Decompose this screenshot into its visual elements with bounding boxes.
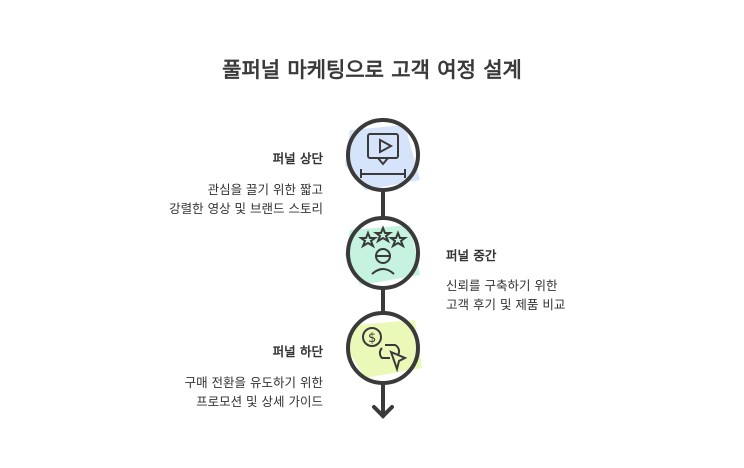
- stage-bottom-node: $: [346, 311, 422, 385]
- description-line: 신뢰를 구축하기 위한: [446, 278, 558, 293]
- description-line: 구매 전환을 유도하기 위한: [184, 375, 323, 390]
- video-play-icon: [360, 133, 406, 178]
- stage-top-description: 관심을 끌기 위한 짧고 강렬한 영상 및 브랜드 스토리: [169, 180, 323, 218]
- stage-top-node: [345, 118, 420, 192]
- stage-top-label: 퍼널 상단: [272, 151, 323, 166]
- description-line: 프로모션 및 상세 가이드: [196, 394, 323, 409]
- stage-middle-label: 퍼널 중간: [446, 248, 497, 263]
- stage-middle-description: 신뢰를 구축하기 위한 고객 후기 및 제품 비교: [446, 276, 565, 314]
- svg-text:$: $: [368, 331, 376, 346]
- stage-bottom-description: 구매 전환을 유도하기 위한 프로모션 및 상세 가이드: [185, 373, 323, 411]
- arrow-head-icon: [372, 405, 394, 419]
- stage-middle-node: [345, 216, 420, 290]
- star-review-icon: [358, 225, 408, 275]
- diagram-title: 풀퍼널 마케팅으로 고객 여정 설계: [222, 58, 522, 82]
- stage-bottom-label: 퍼널 하단: [272, 344, 323, 359]
- description-line: 고객 후기 및 제품 비교: [446, 297, 566, 312]
- description-line: 강렬한 영상 및 브랜드 스토리: [169, 201, 323, 216]
- description-line: 관심을 끌기 위한 짧고: [207, 182, 323, 197]
- dollar-cursor-icon: $: [362, 327, 408, 373]
